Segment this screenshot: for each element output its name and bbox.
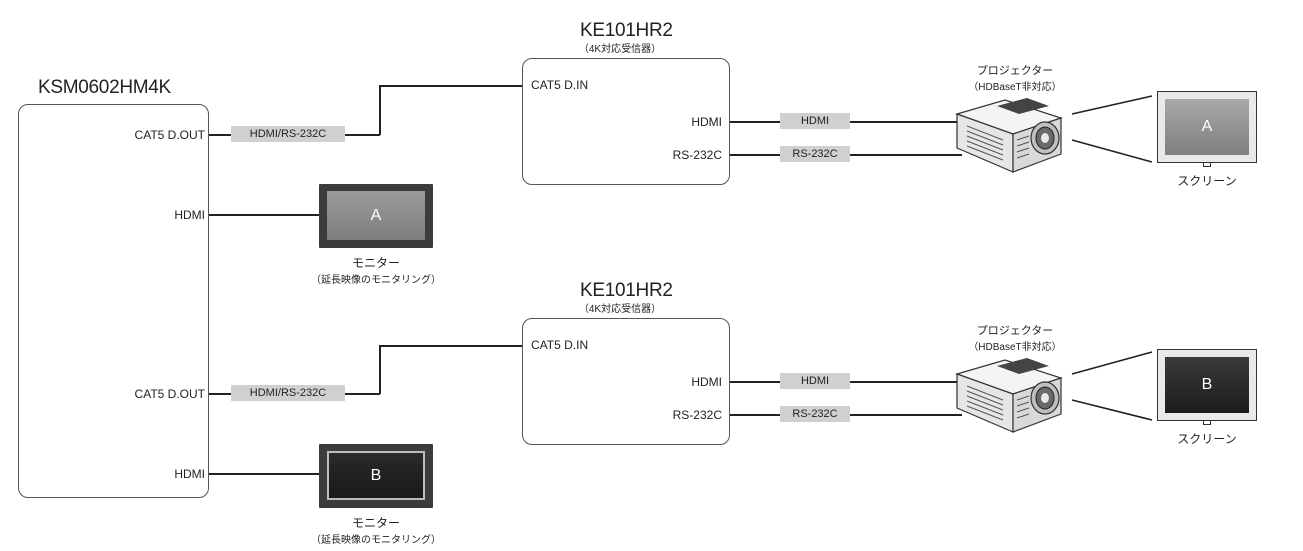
receiver-2-port-rs232c: RS-232C: [672, 408, 722, 422]
tag-rs232c-projector-2: RS-232C: [780, 406, 850, 422]
tag-hdmi-projector-1: HDMI: [780, 113, 850, 129]
receiver-2-port-hdmi: HDMI: [691, 375, 722, 389]
receiver-1-title: KE101HR2: [580, 20, 673, 41]
screen-a-surface: A: [1165, 99, 1249, 155]
monitor-a: A: [319, 184, 433, 248]
monitor-a-caption-main: モニター: [351, 256, 400, 270]
cable-cat5-upper-top: [379, 85, 523, 87]
cable-hdmi-monitor-b: [209, 473, 319, 475]
receiver-1-port-cat5-in: CAT5 D.IN: [531, 78, 589, 92]
monitor-a-caption-note: （延長映像のモニタリング）: [311, 275, 441, 286]
projector-1-caption: プロジェクター （HDBaseT非対応）: [935, 62, 1095, 93]
receiver-2-box: [522, 318, 730, 445]
switcher-title: KSM0602HM4K: [38, 77, 171, 98]
monitor-b-caption: モニター （延長映像のモニタリング）: [276, 514, 476, 546]
receiver-2-title: KE101HR2: [580, 280, 673, 301]
projector-1-name: プロジェクター: [976, 65, 1054, 77]
screen-b: B: [1157, 349, 1257, 421]
projector-2-name: プロジェクター: [976, 325, 1054, 337]
receiver-2-subtitle: （4K対応受信器）: [578, 304, 662, 315]
monitor-b: B: [319, 444, 433, 508]
tag-hdmi-rs232c-upper: HDMI/RS-232C: [231, 126, 345, 142]
tag-rs232c-projector-1: RS-232C: [780, 146, 850, 162]
screen-a: A: [1157, 91, 1257, 163]
projector-1-note: （HDBaseT非対応）: [968, 82, 1062, 93]
cable-cat5-lower-riser: [379, 345, 381, 394]
switcher-port-cat5-out-2: CAT5 D.OUT: [134, 387, 205, 401]
switcher-port-hdmi-1: HDMI: [174, 208, 205, 222]
receiver-1-port-rs232c: RS-232C: [672, 148, 722, 162]
screen-a-stand: [1203, 163, 1211, 167]
cable-hdmi-monitor-a: [209, 214, 319, 216]
switcher-port-hdmi-2: HDMI: [174, 467, 205, 481]
projector-2-note: （HDBaseT非対応）: [968, 342, 1062, 353]
monitor-a-caption: モニター （延長映像のモニタリング）: [276, 254, 476, 286]
screen-b-stand: [1203, 421, 1211, 425]
monitor-a-screen: A: [327, 191, 425, 240]
switcher-port-cat5-out-1: CAT5 D.OUT: [134, 128, 205, 142]
monitor-b-caption-main: モニター: [351, 516, 400, 530]
screen-b-caption: スクリーン: [1177, 432, 1237, 446]
tag-hdmi-projector-2: HDMI: [780, 373, 850, 389]
receiver-1-box: [522, 58, 730, 185]
screen-a-caption: スクリーン: [1177, 174, 1237, 188]
cable-cat5-upper-riser: [379, 85, 381, 135]
monitor-b-screen: B: [327, 451, 425, 500]
screen-b-surface: B: [1165, 357, 1249, 413]
receiver-2-port-cat5-in: CAT5 D.IN: [531, 338, 589, 352]
receiver-1-subtitle: （4K対応受信器）: [578, 44, 662, 55]
projector-2-caption: プロジェクター （HDBaseT非対応）: [935, 322, 1095, 353]
receiver-1-port-hdmi: HDMI: [691, 115, 722, 129]
tag-hdmi-rs232c-lower: HDMI/RS-232C: [231, 385, 345, 401]
cable-cat5-lower-top: [379, 345, 523, 347]
monitor-b-caption-note: （延長映像のモニタリング）: [311, 535, 441, 546]
switcher-box: [18, 104, 209, 498]
